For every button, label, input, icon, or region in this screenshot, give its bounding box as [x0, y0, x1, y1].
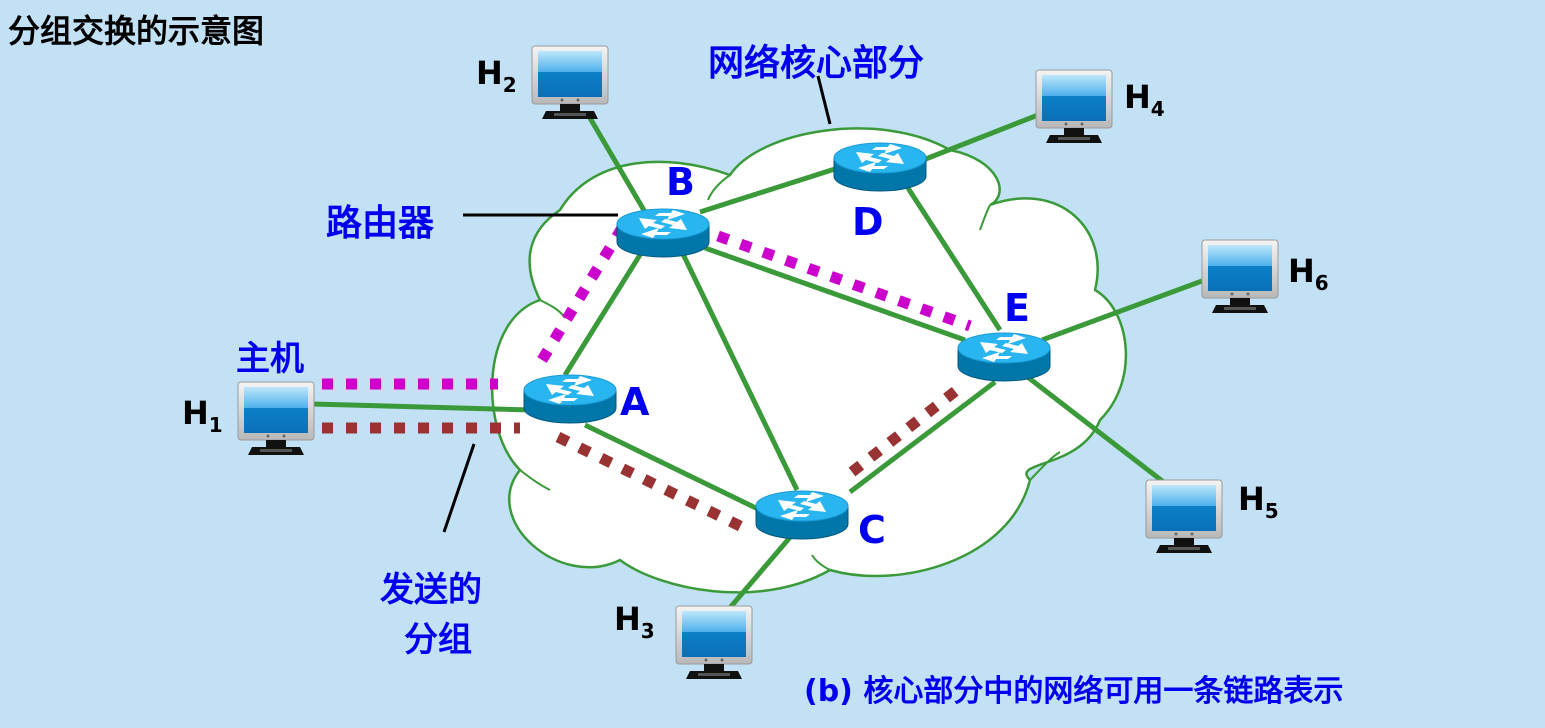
link-d-e: [905, 186, 1003, 332]
host-h2-computer-icon: [531, 45, 609, 120]
host-label-base: H: [476, 54, 503, 92]
host-label-h3: H3: [614, 600, 655, 643]
caption: (b) 核心部分中的网络可用一条链路表示: [804, 674, 1344, 709]
router-c-icon: [755, 490, 849, 540]
host-label-h2: H2: [476, 54, 517, 97]
router-label: 路由器: [326, 203, 435, 244]
magenta-packet-path: [322, 225, 972, 390]
host-label-sub: 6: [1314, 271, 1329, 295]
host-label-h6: H6: [1288, 252, 1329, 295]
host-label-base: H: [1238, 480, 1265, 518]
host-label-h5: H5: [1238, 480, 1279, 523]
host-h3-computer-icon: [675, 605, 753, 680]
link-b-e: [704, 245, 966, 343]
diagram-title: 分组交换的示意图: [8, 12, 265, 50]
link-d-h4: [917, 112, 1039, 165]
host-label-sub: 1: [208, 413, 223, 437]
host-label-h4: H4: [1124, 78, 1165, 121]
packet-pointer-line: [442, 443, 476, 533]
link-a-b: [562, 248, 646, 377]
host-label: 主机: [236, 339, 304, 379]
link-b-c: [679, 250, 800, 492]
router-a-icon: [523, 374, 617, 424]
router-d-icon: [833, 142, 927, 192]
link-h1-a: [311, 401, 531, 413]
link-e-h5: [1023, 373, 1172, 489]
host-label-sub: 3: [640, 619, 655, 643]
host-label-h1: H1: [182, 394, 223, 437]
host-label-base: H: [1288, 252, 1315, 290]
sent-packet-label-line2: 分组: [404, 620, 472, 660]
router-label-a: A: [620, 380, 650, 424]
link-h2-b: [587, 116, 648, 214]
host-label-base: H: [182, 394, 209, 432]
router-e-icon: [957, 332, 1051, 382]
host-h6-computer-icon: [1201, 239, 1279, 314]
router-b-icon: [616, 208, 710, 258]
router-label-b: B: [666, 160, 695, 204]
router-label-d: D: [852, 200, 884, 244]
brown-packet-path: [322, 381, 966, 532]
host-label-sub: 2: [502, 73, 517, 97]
host-h5-computer-icon: [1145, 479, 1223, 554]
network-core-label: 网络核心部分: [708, 43, 925, 84]
router-label-e: E: [1004, 286, 1030, 330]
host-h1-computer-icon: [237, 381, 315, 456]
link-b-d: [699, 165, 839, 215]
sent-packet-label-line1: 发送的: [380, 570, 482, 610]
router-label-c: C: [858, 508, 886, 552]
core-pointer-line: [816, 75, 832, 125]
link-c-e: [848, 380, 997, 494]
links: [311, 112, 1203, 612]
host-label-sub: 4: [1150, 97, 1165, 121]
host-label-base: H: [614, 600, 641, 638]
host-h4-computer-icon: [1035, 69, 1113, 144]
link-e-h6: [1041, 278, 1203, 343]
host-label-base: H: [1124, 78, 1151, 116]
host-label-sub: 5: [1264, 499, 1279, 523]
link-h3-c: [726, 533, 794, 612]
link-a-c: [583, 422, 762, 513]
